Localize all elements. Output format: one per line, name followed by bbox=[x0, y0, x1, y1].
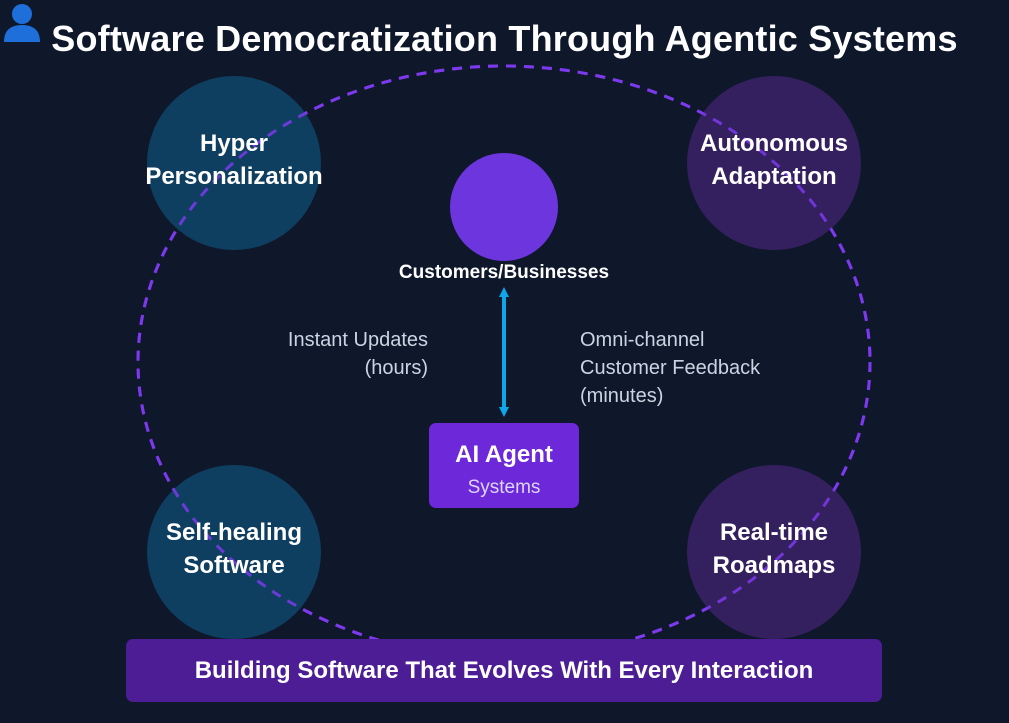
left-annotation: Instant Updates (hours) bbox=[228, 326, 428, 382]
label-hyper-personalization: Hyper Personalization bbox=[134, 127, 334, 193]
label-line: Personalization bbox=[145, 163, 323, 190]
banner-text: Building Software That Evolves With Ever… bbox=[194, 656, 814, 684]
label-line: Hyper bbox=[199, 130, 269, 157]
page-title: Software Democratization Through Agentic… bbox=[51, 18, 958, 59]
ai-agent-subtitle: Systems bbox=[467, 477, 541, 498]
ai-agent-box: AI Agent Systems bbox=[429, 423, 579, 508]
annotation-line: Customer Feedback bbox=[580, 357, 761, 379]
annotation-line: Instant Updates bbox=[287, 329, 428, 351]
dashed-ring-overlay bbox=[136, 64, 872, 660]
circle-real-time-roadmaps bbox=[687, 465, 861, 639]
label-line: Software bbox=[183, 552, 285, 579]
label-line: Autonomous bbox=[700, 130, 848, 157]
annotation-line: (hours) bbox=[364, 357, 428, 379]
right-annotation: Omni-channel Customer Feedback (minutes) bbox=[580, 326, 840, 410]
label-line: Self-healing bbox=[165, 519, 303, 546]
label-real-time-roadmaps: Real-time Roadmaps bbox=[674, 516, 874, 582]
ai-agent-title: AI Agent bbox=[455, 441, 553, 468]
label-self-healing-software: Self-healing Software bbox=[134, 516, 334, 582]
annotation-line: (minutes) bbox=[580, 385, 664, 407]
label-line: Real-time bbox=[719, 519, 829, 546]
label-line: Adaptation bbox=[711, 163, 837, 190]
circle-hyper-personalization bbox=[147, 76, 321, 250]
label-line: Roadmaps bbox=[712, 552, 836, 579]
center-label: Customers/Businesses bbox=[398, 262, 610, 283]
label-autonomous-adaptation: Autonomous Adaptation bbox=[674, 127, 874, 193]
center-circle bbox=[450, 153, 558, 261]
bottom-banner: Building Software That Evolves With Ever… bbox=[126, 639, 882, 702]
annotation-line: Omni-channel bbox=[580, 329, 705, 351]
person-icon bbox=[4, 4, 40, 42]
